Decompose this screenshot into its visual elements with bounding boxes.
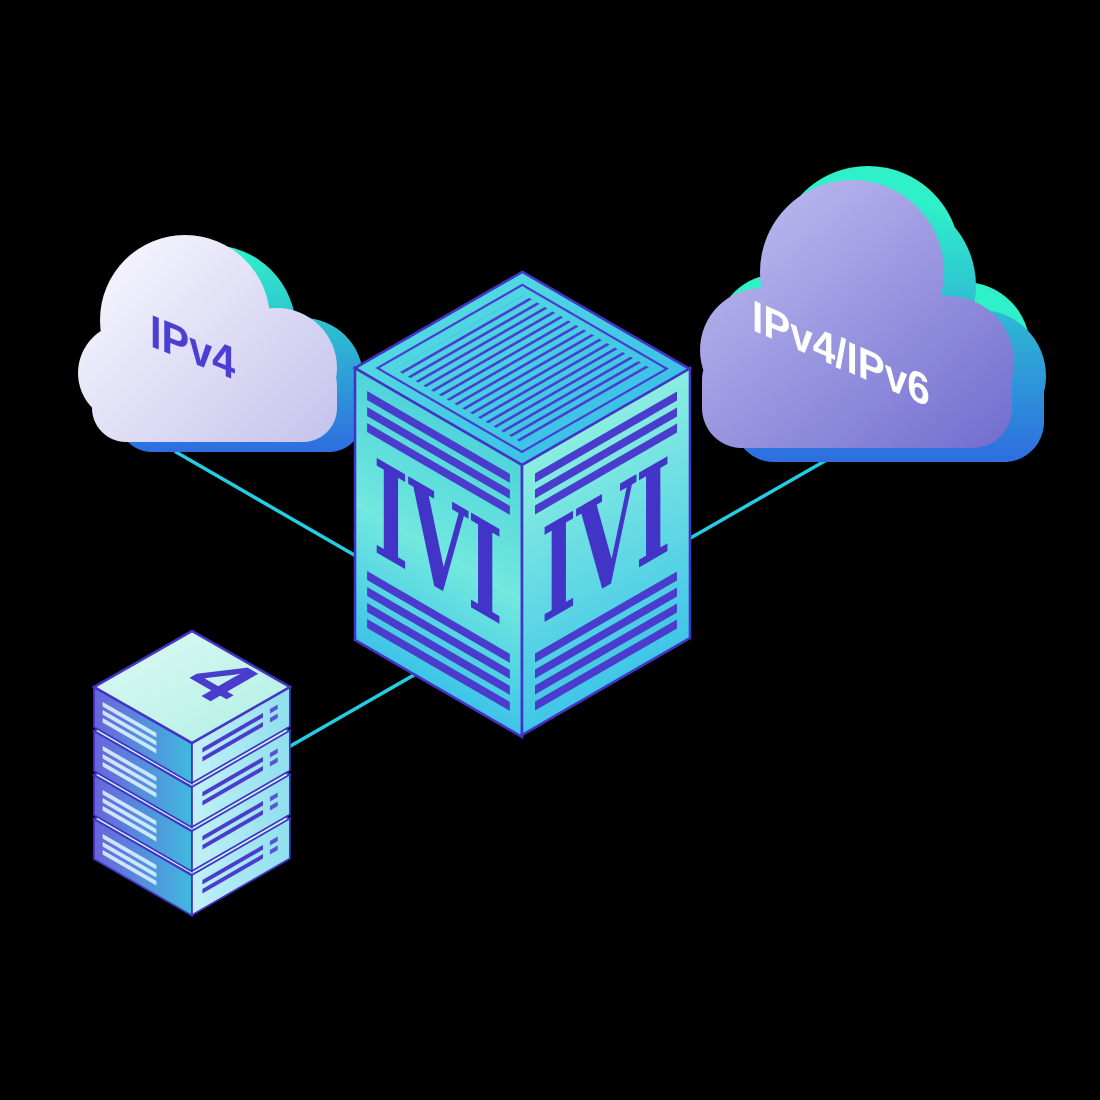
ivi-cube-icon: IVI IVI — [352, 270, 692, 740]
dual-stack-cloud-icon: IPv4/IPv6 — [700, 166, 1046, 462]
cube-top-vent-grille — [394, 294, 651, 443]
cube-right-face-stripes — [534, 391, 678, 711]
cloud-body — [700, 180, 1014, 448]
cube-left-face-stripes — [367, 391, 510, 711]
server-stack-top-face — [91, 629, 293, 745]
server-stack-icon: 4 — [91, 629, 293, 917]
ipv4-cloud-icon: IPv4 — [78, 235, 363, 452]
cube-top-face — [352, 270, 692, 467]
cube-right-face: IVI — [520, 365, 692, 738]
